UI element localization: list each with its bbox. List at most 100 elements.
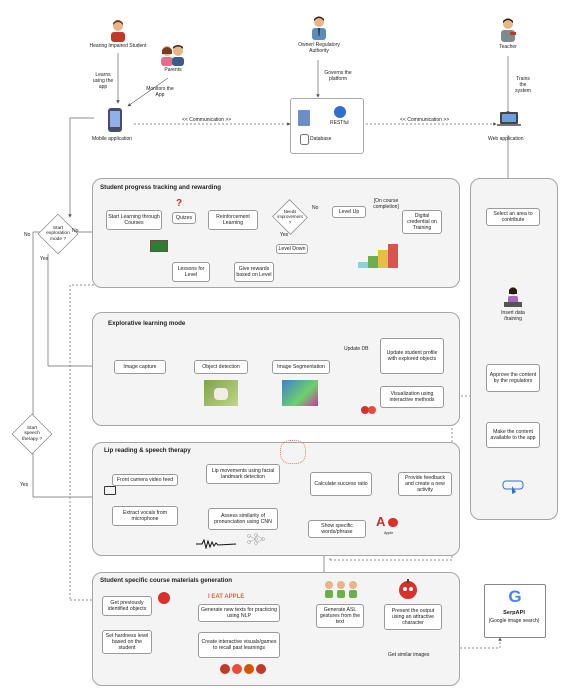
server-box bbox=[290, 98, 364, 154]
laptop-base bbox=[497, 124, 521, 126]
start-learning-box: Start Learning through Courses bbox=[106, 210, 162, 230]
make-available-box: Make the content available to the app bbox=[486, 422, 540, 448]
visualization-box: Visualization using interactive methods bbox=[380, 386, 444, 408]
quizes-box: Quizes bbox=[172, 212, 196, 224]
owner-icon bbox=[312, 16, 326, 40]
previous-box: Get previously identified objects bbox=[102, 596, 152, 616]
student-avatar bbox=[108, 20, 128, 42]
laptop-icon bbox=[500, 112, 518, 124]
camera-box: Front camera video feed bbox=[112, 474, 178, 486]
apple-a-icon: A bbox=[376, 514, 386, 529]
cnn-icon bbox=[246, 532, 266, 546]
feedback-box: Provide feedback and create a new activi… bbox=[398, 472, 452, 496]
asl-hands-icon bbox=[324, 580, 358, 600]
student-label: Hearing Impaired Student bbox=[89, 43, 147, 49]
nlp-box: Generate new texts for practicing using … bbox=[198, 604, 280, 622]
teacher-icon bbox=[501, 18, 516, 42]
governs-label: Governs the platform bbox=[324, 70, 352, 82]
materials-title: Student specific course materials genera… bbox=[100, 577, 233, 584]
lip-title: Lip reading & speech therapy bbox=[104, 447, 191, 454]
character-icon bbox=[398, 578, 418, 602]
mobile-label: Mobile application bbox=[92, 136, 133, 142]
level-up-box: Level Up bbox=[332, 206, 366, 218]
update-db-label: Update DB bbox=[344, 346, 369, 352]
learns-label: Learns using the app bbox=[92, 72, 114, 90]
google-logo-icon: G bbox=[508, 587, 522, 606]
detection-image bbox=[204, 380, 238, 406]
stairs-icon bbox=[356, 240, 400, 270]
owner-avatar bbox=[309, 16, 329, 40]
progress-panel bbox=[92, 178, 460, 288]
server-icon bbox=[298, 110, 310, 126]
camera-icon bbox=[104, 486, 116, 495]
board-icon bbox=[150, 240, 168, 252]
credential-box: Digital credential on Training bbox=[402, 210, 442, 234]
insert-data-label: Insert data /training bbox=[501, 310, 525, 322]
success-box: Calculate success ratio bbox=[310, 472, 372, 496]
no-improve-label: No bbox=[312, 205, 319, 211]
select-area-box: Select an area to contribute bbox=[486, 208, 540, 226]
approve-box: Approve the content by the regulators bbox=[486, 364, 540, 392]
yes-speech-label: Yes bbox=[20, 482, 29, 488]
touch-icon bbox=[502, 480, 524, 496]
asl-box: Generate ASL gestures from the text bbox=[316, 604, 364, 628]
restful-icon bbox=[334, 106, 346, 118]
owner-label: Owner/ Regulatory Authority bbox=[298, 42, 340, 54]
database-icon bbox=[300, 134, 309, 145]
update-profile-box: Update student profile with explored obj… bbox=[380, 338, 444, 374]
web-label: Web application bbox=[488, 136, 524, 142]
apples-small-icon bbox=[360, 402, 378, 414]
teacher-avatar bbox=[498, 18, 518, 42]
present-box: Present the output using an attractive c… bbox=[384, 604, 442, 630]
yes-explore-label: Yes bbox=[40, 256, 49, 262]
get-similar-label: Get similar images bbox=[388, 652, 430, 658]
on-course-label: [On course completion] bbox=[373, 198, 399, 210]
segmentation-box: Image Segmentation bbox=[272, 360, 330, 374]
progress-title: Student progress tracking and rewarding bbox=[100, 184, 222, 191]
apple-word-icon bbox=[388, 518, 398, 527]
lessons-box: Lessons for Level bbox=[172, 262, 210, 282]
explorative-title: Explorative learning mode bbox=[108, 320, 186, 327]
web-panel bbox=[470, 178, 558, 520]
reinforcement-box: Reinforcement Learning bbox=[208, 210, 258, 230]
database-label: Database bbox=[310, 136, 332, 142]
similarity-box: Assess similarity of pronunciation using… bbox=[208, 508, 278, 530]
parents-label: Parents bbox=[164, 67, 182, 73]
trains-label: Trains the system bbox=[515, 76, 531, 94]
monitors-label: Monitors the App bbox=[146, 86, 174, 98]
face-landmark-icon bbox=[280, 440, 306, 464]
serpapi-box bbox=[484, 584, 546, 638]
vocals-box: Extract vocals from microphone bbox=[112, 506, 178, 526]
lip-panel bbox=[92, 442, 460, 556]
segmentation-image bbox=[282, 380, 318, 406]
yes-improve-label: Yes bbox=[280, 232, 289, 238]
interactive-box: Create interactive visuals/games to reca… bbox=[198, 632, 280, 658]
waveform-icon bbox=[196, 536, 237, 550]
no-right-label: No bbox=[72, 228, 79, 234]
words-box: Show specific words/phrase bbox=[308, 520, 366, 538]
parents-icon bbox=[161, 45, 184, 66]
hardness-box: Set hardness level based on the student bbox=[102, 630, 152, 654]
teacher-laptop-icon bbox=[500, 286, 526, 308]
rewards-box: Give rewards based on Level bbox=[234, 262, 274, 282]
capture-box: Image capture bbox=[114, 360, 166, 374]
comm-right-label: << Communication >> bbox=[400, 117, 450, 123]
speech-decision: Start speech therapy ? bbox=[11, 413, 53, 455]
exploration-decision: Start exploration mode ? bbox=[37, 213, 79, 255]
teacher-label: Teacher bbox=[499, 44, 517, 50]
student-icon bbox=[111, 20, 125, 42]
serpapi-name: SerpAPI bbox=[503, 610, 525, 616]
needs-decision: Needs improvement ? bbox=[272, 199, 308, 235]
parents-avatar bbox=[158, 44, 186, 66]
no-left-label: No bbox=[24, 232, 31, 238]
eat-apple-label: I EAT APPLE bbox=[208, 594, 245, 600]
apple-icon-materials bbox=[158, 592, 170, 604]
level-down-box: Level Down bbox=[276, 244, 308, 254]
mobile-phone-icon bbox=[108, 108, 122, 132]
apple-label: Apple bbox=[384, 531, 394, 535]
comm-left-label: << Communication >> bbox=[182, 117, 232, 123]
fruit-icons bbox=[220, 662, 266, 674]
question-icon: ? bbox=[176, 198, 183, 209]
serpapi-desc: (Google image search) bbox=[488, 618, 540, 624]
restful-label: RESTful bbox=[330, 120, 349, 126]
